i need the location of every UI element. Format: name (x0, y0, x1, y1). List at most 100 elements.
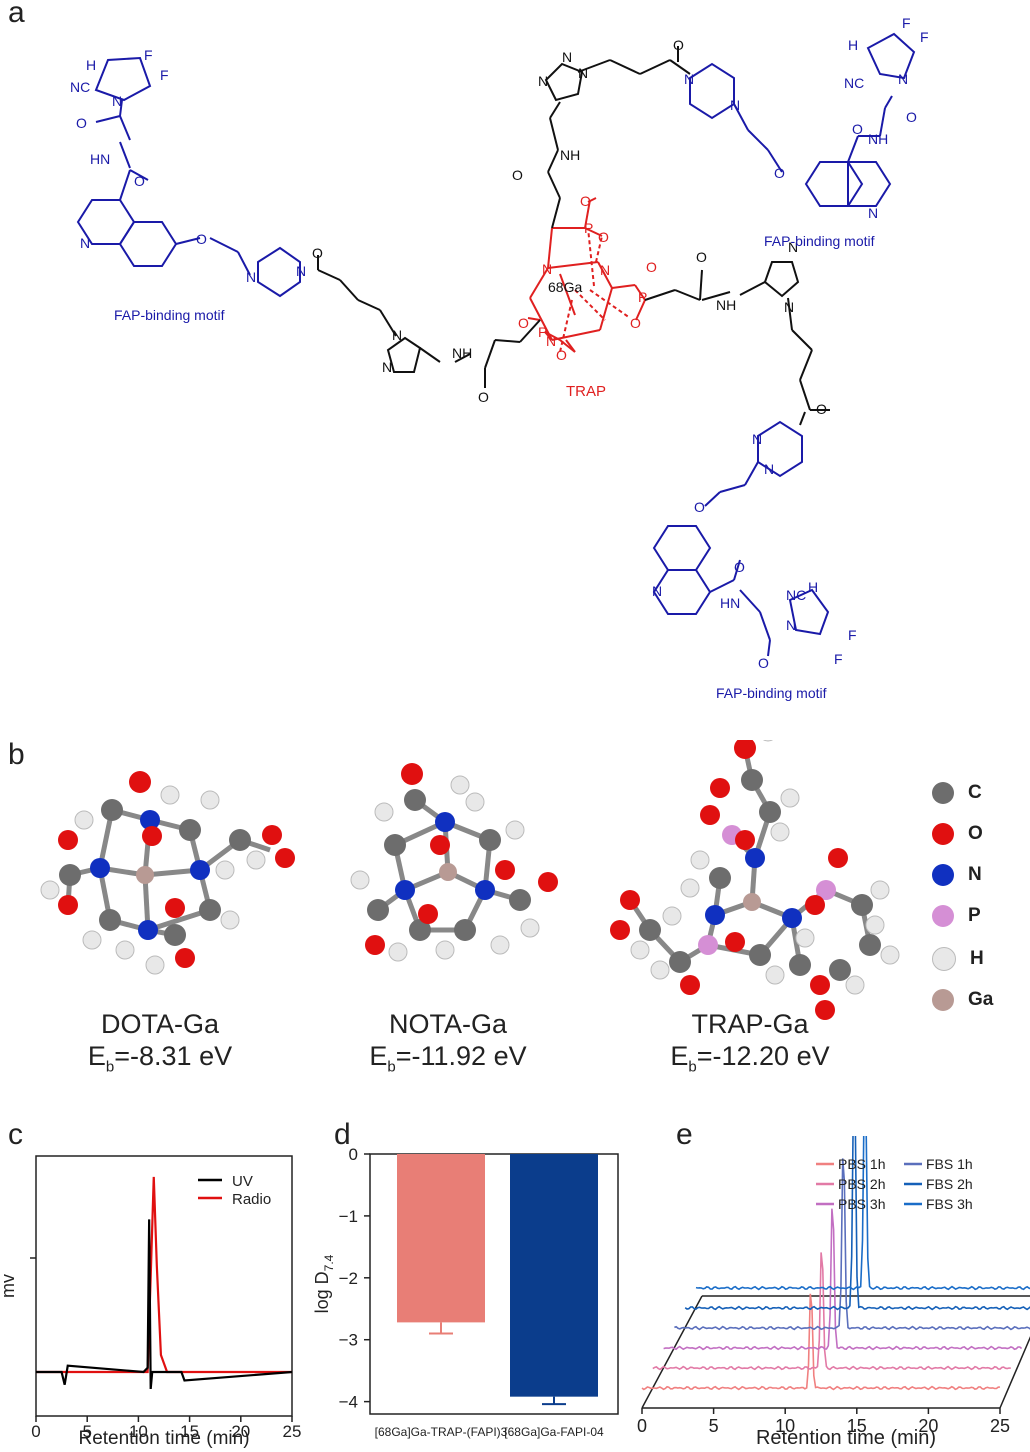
o-atom-7: O (673, 37, 684, 53)
chart-e-legend-label: FBS 3h (926, 1196, 973, 1212)
chart-e-legend-label: PBS 3h (838, 1196, 885, 1212)
eb-sub: b (688, 1058, 697, 1076)
legend-item-ga: Ga (932, 989, 993, 1011)
o-atom-1: O (598, 229, 609, 245)
trap-ga-name: TRAP-Ga (691, 1009, 809, 1039)
chart-e-lines (641, 1136, 1030, 1391)
chart-e-xtick-label: 5 (709, 1416, 719, 1436)
chart-d-ytick-label: 0 (349, 1145, 358, 1164)
chart-d-ytick-label: −4 (339, 1393, 358, 1412)
triazole-n-2: N (562, 49, 572, 65)
chart-d-category-0: [68Ga]Ga-TRAP-(FAPI)3 (375, 1425, 508, 1439)
fap-motif-left (76, 56, 301, 298)
chart-e-legend-label: FBS 1h (926, 1156, 973, 1172)
trap-ga-caption: TRAP-Ga Eb=-12.20 eV (620, 1008, 880, 1083)
o-atom-9: O (696, 249, 707, 265)
piperazine-n-b-2: N (764, 461, 774, 477)
chart-e-xtick-label: 0 (637, 1416, 647, 1436)
gallium-ball-icon (932, 989, 954, 1011)
f-label-tr-2: F (920, 29, 929, 45)
legend-item-c: C (932, 782, 982, 804)
chart-d-bars (397, 1154, 598, 1406)
trap-core (527, 197, 646, 353)
triazole-n-5: N (784, 299, 794, 315)
chart-e-xtick-label: 20 (918, 1416, 938, 1436)
legend-label-h: H (970, 948, 984, 969)
chart-e-xtick-label: 25 (990, 1416, 1010, 1436)
chart-e-axis-right (999, 1336, 1030, 1409)
chart-e-legend-label: PBS 2h (838, 1176, 885, 1192)
o-fap-left-1: O (76, 115, 87, 131)
cn-label-b: NC (786, 587, 806, 603)
cn-label-left: NC (70, 79, 90, 95)
o-atom-6: O (556, 347, 567, 363)
molecule-models (40, 740, 900, 1020)
chart-e-series-fbs-2h (684, 1136, 1030, 1311)
chart-d-ytick-label: −1 (339, 1207, 358, 1226)
o-atom-2: O (580, 193, 591, 209)
quinoline-n-tr: N (868, 205, 878, 221)
hn-label-left: HN (90, 151, 110, 167)
nota-ga-eb-value: -11.92 eV (411, 1041, 527, 1071)
dota-ga-eb-value: -8.31 eV (130, 1041, 233, 1071)
chart-e-series-pbs-2h (652, 1252, 1011, 1371)
h-label-left: H (86, 57, 96, 73)
trap-ga-atoms (610, 740, 900, 1020)
chart-d-frame (369, 1153, 619, 1415)
ga-label: 68Ga (548, 279, 582, 295)
triazole-n-6: N (382, 359, 392, 375)
chart-c-lines (36, 1176, 293, 1390)
chemical-structure: P O O N N N P O O P O O TRAP 68Ga (70, 15, 929, 701)
chart-c-ylabel: mv (0, 1274, 18, 1298)
p-atom-3: P (538, 324, 547, 340)
piperazine-n-left-1: N (246, 269, 256, 285)
o-ether-left: O (196, 231, 207, 247)
chart-e-series-pbs-1h (641, 1293, 1001, 1391)
o-atom-5: O (518, 315, 529, 331)
pyrrolidine-n-tr: N (898, 71, 908, 87)
chart-c-xlabel: Retention time (min) (78, 1428, 249, 1449)
panel-letter-d: d (334, 1118, 351, 1151)
o-ether-tr: O (774, 165, 785, 181)
chart-e-series-fbs-1h (674, 1158, 1030, 1331)
legend-label-c: C (968, 782, 982, 803)
eb-sub: b (105, 1058, 115, 1076)
nh-label-2: NH (716, 297, 736, 313)
legend-item-p: P (932, 905, 981, 927)
triazole-n-7: N (392, 327, 402, 343)
fap-label-bottom: FAP-binding motif (716, 685, 827, 701)
chart-d-category-1: [68Ga]Ga-FAPI-04 (504, 1425, 604, 1439)
o-fap-tr-1: O (852, 121, 863, 137)
chart-c-series-uv (36, 1219, 293, 1390)
nh-label-tr: NH (868, 131, 888, 147)
legend-item-o: O (932, 823, 983, 845)
nh-label-1: NH (560, 147, 580, 163)
o-atom-3: O (646, 259, 657, 275)
o-atom-10: O (816, 401, 827, 417)
legend-label-radio: Radio (232, 1191, 271, 1208)
nota-ga-eb: Eb=-11.92 eV (369, 1041, 527, 1076)
piperazine-n-tr-2: N (730, 97, 740, 113)
fap-motif-bottom (652, 420, 830, 657)
legend-label-ga: Ga (968, 989, 994, 1010)
chart-c-xtick-label: 0 (31, 1422, 40, 1441)
cn-label-tr: NC (844, 75, 864, 91)
f-label-left-2: F (160, 67, 169, 83)
legend-label-uv: UV (232, 1173, 253, 1190)
nota-ga-name: NOTA-Ga (388, 1009, 507, 1039)
dota-ga-atoms (40, 771, 295, 975)
trap-ga-eb: Eb=-12.20 eV (670, 1041, 830, 1076)
o-fap-b-2: O (758, 655, 769, 671)
o-ether-b: O (694, 499, 705, 515)
hn-label-b: HN (720, 595, 740, 611)
triazole-n-1: N (538, 73, 548, 89)
chart-c-xtick-label: 10 (129, 1422, 148, 1441)
trap-ga-eb-value: -12.20 eV (712, 1041, 830, 1071)
dota-ga-name: DOTA-Ga (100, 1009, 219, 1039)
nota-ga-atoms (350, 763, 558, 962)
trap-label: TRAP (566, 383, 606, 400)
